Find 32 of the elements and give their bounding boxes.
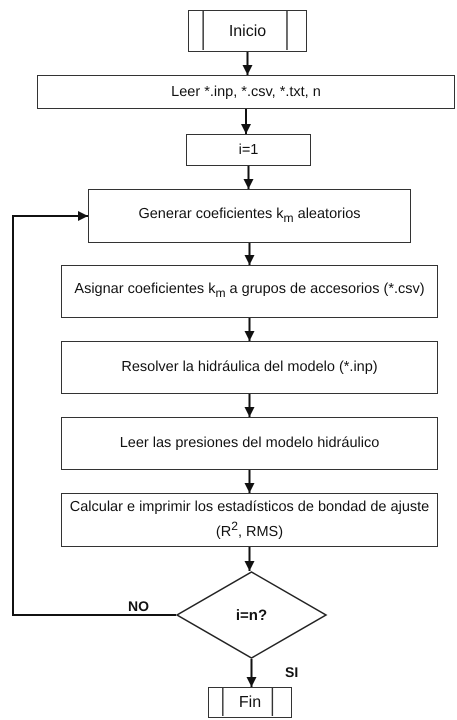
step-text: Resolver la hidráulica del modelo (*.inp) (120, 358, 379, 377)
arrow (12, 211, 176, 616)
arrow (244, 243, 254, 265)
process-box (61, 493, 438, 547)
predefined-process-box (188, 10, 307, 52)
process-box (61, 265, 438, 318)
arrow (241, 109, 251, 134)
process-box (186, 134, 311, 166)
step-text: Asignar coeficientes k$_{m}$ a grupos de accesorios (*.csv) (73, 280, 426, 302)
step-text: Fin (238, 693, 262, 712)
arrow (244, 547, 254, 571)
process-box (61, 417, 438, 470)
arrow (244, 470, 254, 493)
step-text: i=n? (234, 606, 268, 624)
arrow (246, 659, 256, 687)
step-text: Calcular e imprimir los estadísticos de bondad de ajuste (R$^{2}$, RMS) (68, 498, 430, 542)
step-text: i=1 (238, 140, 260, 160)
step-text: Leer *.inp, *.csv, *.txt, n (170, 82, 322, 102)
predefined-process-box (208, 687, 292, 718)
step-text: Leer las presiones del modelo hidráulico (118, 434, 380, 453)
decision-diamond (176, 571, 327, 659)
edge-label: SI (285, 664, 298, 680)
arrow (244, 394, 254, 417)
arrow (242, 52, 252, 75)
step-text: Generar coeficientes k$_{m}$ aleatorios (137, 204, 362, 226)
process-box (61, 341, 438, 394)
edge-label: NO (128, 598, 149, 614)
arrow (244, 318, 254, 341)
process-box (37, 75, 455, 109)
step-text: Inicio (228, 22, 268, 40)
process-box (88, 189, 411, 243)
arrow (244, 166, 254, 189)
